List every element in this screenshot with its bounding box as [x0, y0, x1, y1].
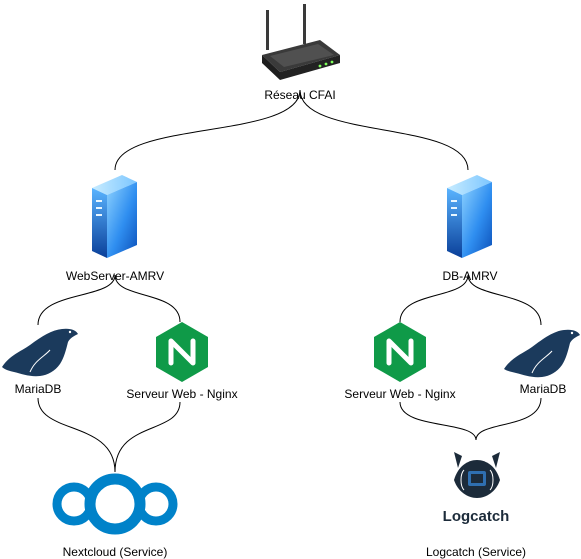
dbserver-label: DB-AMRV [442, 269, 497, 283]
connector-nginx-logcatch [399, 401, 477, 441]
mariadb-left-label: MariaDB [15, 382, 62, 396]
router-node[interactable]: Réseau CFAI [262, 4, 340, 102]
dbserver-node[interactable]: DB-AMRV [442, 175, 498, 283]
router-label: Réseau CFAI [264, 88, 335, 102]
logcatch-logo-icon [454, 452, 500, 498]
webserver-node[interactable]: WebServer-AMRV [66, 175, 164, 283]
connectors [37, 89, 542, 473]
connector-router-webserver [114, 89, 301, 171]
logcatch-node[interactable]: Logcatch Logcatch (Service) [426, 452, 526, 559]
connector-router-dbserver [299, 89, 469, 171]
nginx-icon [374, 322, 426, 382]
nextcloud-label: Nextcloud (Service) [63, 545, 168, 559]
server-icon [92, 175, 137, 258]
webserver-label: WebServer-AMRV [66, 269, 164, 283]
connector-mariadb-logcatch [475, 397, 542, 441]
mariadb-right-node[interactable]: MariaDB [504, 329, 580, 396]
mariadb-seal-icon [2, 328, 78, 377]
logcatch-logo-text: Logcatch [443, 508, 510, 525]
connector-webserver-nginx [114, 274, 181, 323]
nextcloud-node[interactable]: Nextcloud (Service) [52, 473, 178, 559]
nginx-right-node[interactable]: Serveur Web - Nginx [344, 322, 456, 401]
connector-dbserver-nginx [399, 274, 469, 323]
logcatch-label: Logcatch (Service) [426, 545, 526, 559]
router-icon [262, 4, 340, 80]
connector-webserver-mariadb [37, 274, 116, 326]
mariadb-seal-icon [504, 329, 580, 378]
nginx-left-node[interactable]: Serveur Web - Nginx [126, 322, 238, 401]
connector-nginx-nextcloud [114, 401, 181, 473]
server-icon [447, 175, 492, 258]
connector-dbserver-mariadb [467, 274, 542, 326]
mariadb-right-label: MariaDB [520, 382, 567, 396]
connector-mariadb-nextcloud [37, 397, 116, 473]
nginx-left-label: Serveur Web - Nginx [126, 387, 237, 401]
nginx-right-label: Serveur Web - Nginx [344, 387, 455, 401]
mariadb-left-node[interactable]: MariaDB [2, 328, 78, 396]
nginx-icon [156, 322, 208, 382]
nextcloud-logo-icon [52, 473, 178, 535]
